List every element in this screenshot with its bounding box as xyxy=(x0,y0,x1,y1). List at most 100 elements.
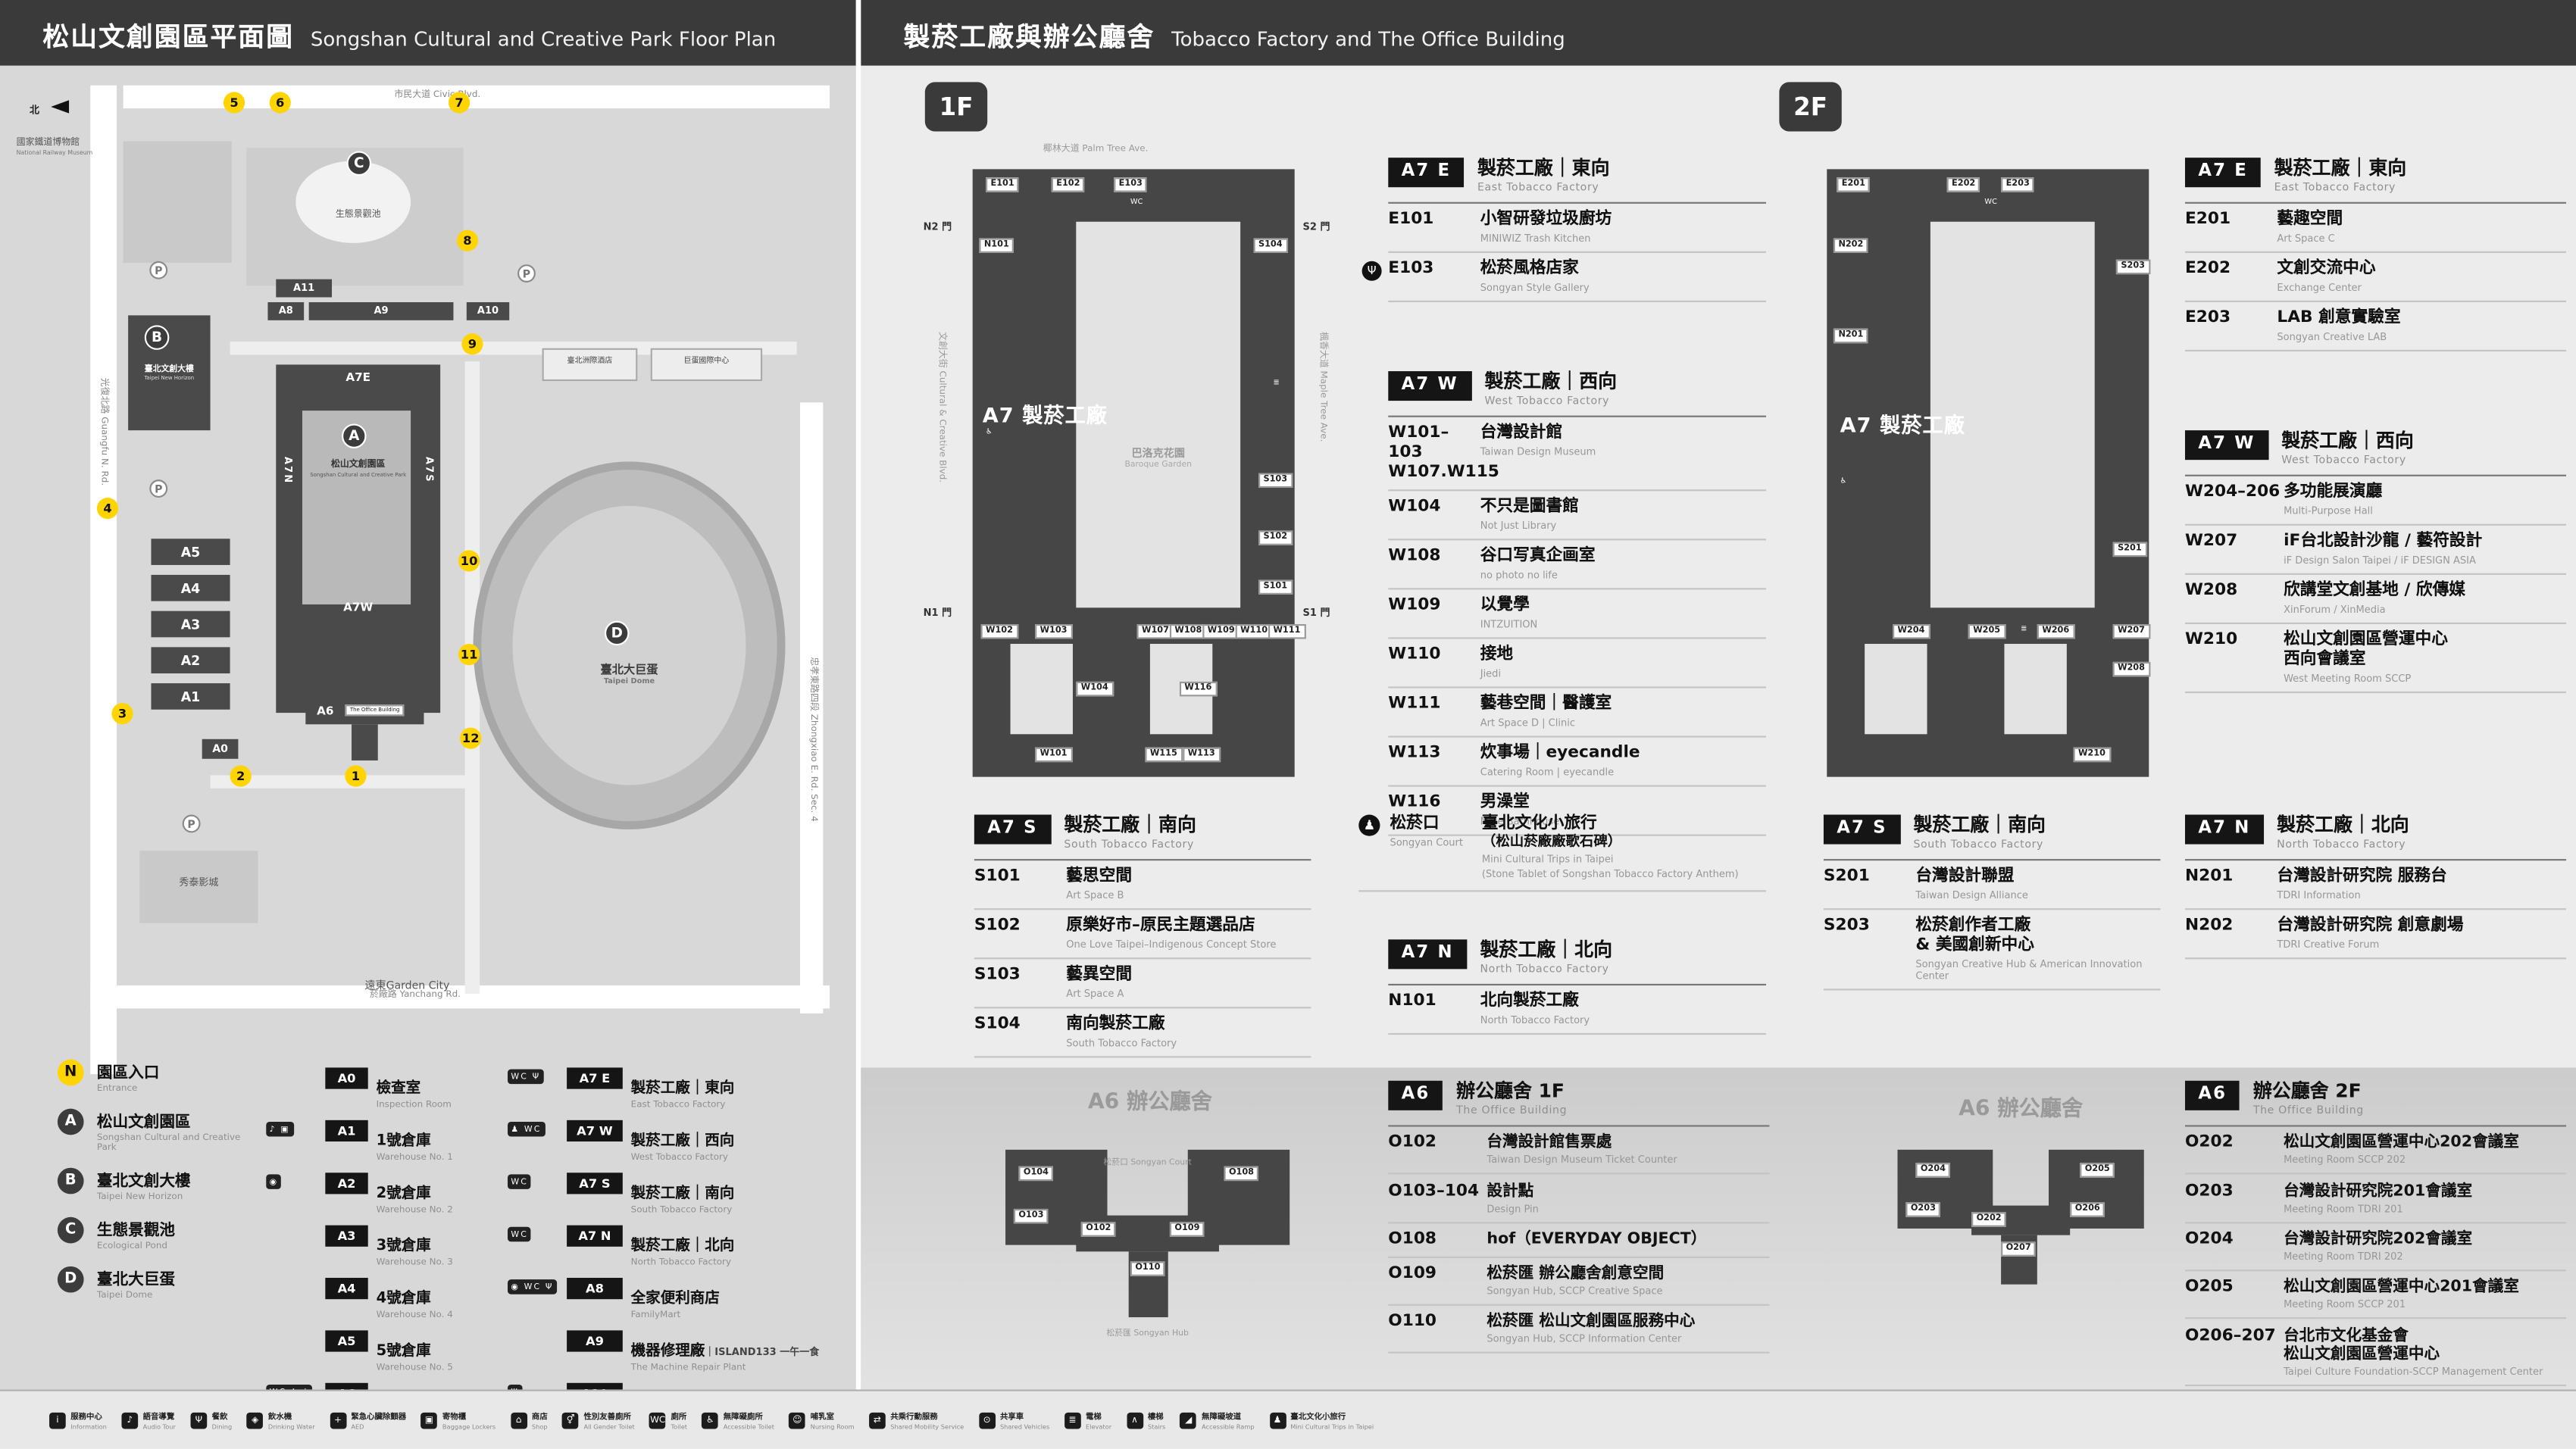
right-header-title-en: Tobacco Factory and The Office Building xyxy=(1171,27,1565,51)
facility-icon: ☺ xyxy=(789,1411,806,1429)
room-chip: W110 xyxy=(1235,623,1273,639)
room-chip: S201 xyxy=(2112,542,2147,557)
room-chip: W111 xyxy=(1268,623,1305,639)
legend-code: A5 xyxy=(325,1330,368,1351)
street-maple-tree: 楓香大道 Maple Tree Ave. xyxy=(1318,332,1328,442)
legend-code: A7 E xyxy=(567,1067,623,1088)
taipei-new-horizon-block xyxy=(128,315,211,431)
room-chip: O104 xyxy=(1018,1166,1054,1182)
room-code: S102 xyxy=(974,917,1021,935)
room-chip: W115 xyxy=(1145,747,1183,763)
room-chip: W210 xyxy=(2073,747,2111,763)
facility-icons: WC xyxy=(508,1226,532,1242)
facility-icons: ♟ WC xyxy=(508,1122,545,1137)
left-panel-header: 松山文創園區平面圖 Songshan Cultural and Creative… xyxy=(0,0,856,66)
gate-s1: S1 門 xyxy=(1302,607,1330,620)
room-chip: W109 xyxy=(1202,623,1240,639)
entrance-marker: 3 xyxy=(111,703,133,725)
room-code: W111 xyxy=(1388,695,1441,714)
street-cultural-blvd: 文創大街 Cultural & Creative Blvd. xyxy=(936,332,946,483)
room-chip: O203 xyxy=(1905,1202,1941,1218)
cinema-label: 秀泰影城 xyxy=(179,876,219,889)
room-code: W109 xyxy=(1388,596,1441,615)
room-chip: W205 xyxy=(1968,623,2005,639)
room-code: O202 xyxy=(2184,1133,2234,1152)
entrance-marker: 1 xyxy=(345,765,367,787)
facility-icons: WC xyxy=(508,1174,532,1189)
right-panel-header: 製菸工廠與辦公廳舍 Tobacco Factory and The Office… xyxy=(861,0,2576,66)
room-code: W108 xyxy=(1388,547,1441,566)
building-a9: A9 xyxy=(308,301,454,320)
legend-code: A7 S xyxy=(567,1173,623,1194)
room-chip: O109 xyxy=(1169,1222,1205,1238)
building-a11: A11 xyxy=(276,279,333,298)
room-code: E101 xyxy=(1388,211,1434,230)
room-code: O203 xyxy=(2184,1182,2234,1201)
street-label-yanchang: 菸廠路 Yanchang Rd. xyxy=(369,990,461,1001)
road-guangfu-n xyxy=(90,85,117,1075)
a7e-map-label: A7E xyxy=(345,371,371,385)
hotel-label-1: 臺北洲際酒店 xyxy=(567,358,613,367)
left-header-title-en: Songshan Cultural and Creative Park Floo… xyxy=(310,27,777,51)
park-map: 北 市民大道 Civic Blvd. 光復北路 Guangfu N. Rd. 菸… xyxy=(0,65,856,1390)
section-code: A7 E xyxy=(2184,158,2262,187)
entrance-marker: 10 xyxy=(458,550,480,572)
taipei-dome-inner xyxy=(512,505,746,785)
room-chip: O102 xyxy=(1080,1222,1116,1238)
room-chip: O207 xyxy=(2001,1241,2037,1257)
facility-icons: ◉ WC Ψ xyxy=(508,1279,557,1294)
hotel-block-2 xyxy=(650,348,763,382)
room-code: S103 xyxy=(974,966,1021,985)
legend-code: A7 W xyxy=(567,1120,623,1141)
parking-icon: P xyxy=(517,264,536,283)
accessible-icon: ♿ xyxy=(1840,478,1847,486)
a7-big-label-2f: A7 製菸工廠 xyxy=(1840,412,1965,437)
section-code: A7 E xyxy=(1388,158,1465,187)
building-a8: A8 xyxy=(267,301,305,320)
facility-icon: Ψ xyxy=(190,1411,208,1429)
a7n-map-label: A7N xyxy=(281,456,294,485)
a6-office-chip: The Office Building xyxy=(345,704,405,717)
building-a0: A0 xyxy=(202,739,239,759)
room-code: W116 xyxy=(1388,793,1441,812)
room-chip: E202 xyxy=(1946,177,1980,193)
north-arrow-icon xyxy=(51,99,70,113)
street-label-zhongxiao: 忠孝東路四段 Zhongxiao E. Rd. Sec. 4 xyxy=(808,657,818,822)
facility-icons: ♪ ▣ xyxy=(266,1122,294,1137)
facility-icon: ♪ xyxy=(121,1411,139,1429)
south-wing-court-1 xyxy=(1865,644,1927,735)
room-code: S203 xyxy=(1823,917,1870,935)
